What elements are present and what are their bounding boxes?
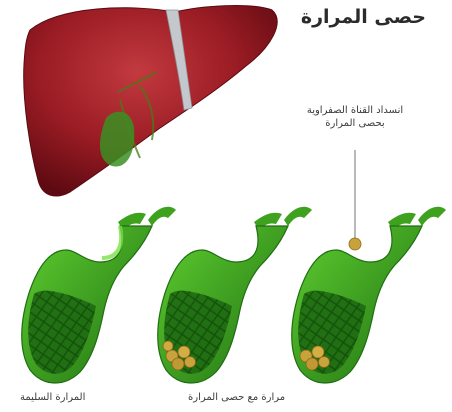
liver <box>24 6 278 196</box>
gallbladder-duct-blocked <box>292 207 446 383</box>
callout-label: انسداد القناة الصفراوية بحصى المرارة <box>300 104 410 130</box>
duct-stone <box>349 238 361 250</box>
gallbladder-stones <box>158 207 312 383</box>
caption-healthy: المرارة السليمة <box>20 392 85 403</box>
gallbladder-healthy <box>22 207 176 383</box>
diagram-title: حصى المرارة <box>301 6 426 28</box>
caption-stones: مرارة مع حصى المرارة <box>188 392 285 403</box>
